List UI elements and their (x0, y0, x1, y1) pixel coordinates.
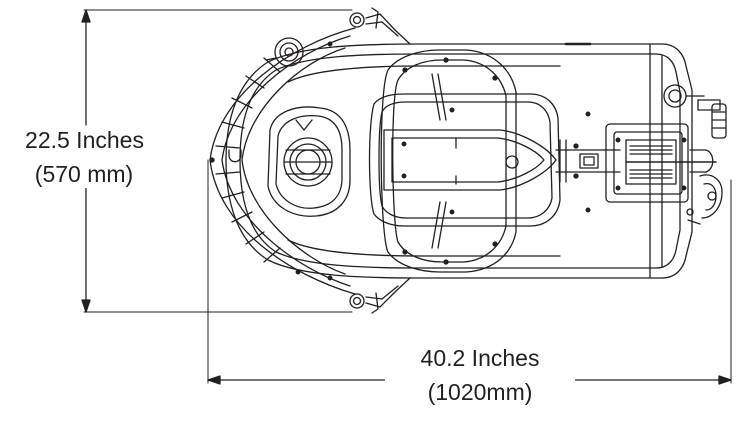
handle-grip (686, 149, 723, 225)
squeegee-wheel-bottom (349, 277, 411, 314)
height-inches-label: 22.5 Inches (2, 126, 167, 154)
tank-knob (265, 37, 304, 67)
body-fasteners (295, 41, 591, 281)
height-mm-label: (570 mm) (14, 160, 154, 188)
side-knob (663, 84, 727, 139)
control-arm (383, 129, 621, 191)
solution-tank-recess (368, 93, 561, 227)
width-inches-label: 40.2 Inches (395, 344, 565, 372)
height-dimension-line (81, 9, 353, 313)
control-panel (605, 123, 717, 203)
fill-port (267, 106, 351, 217)
width-mm-label: (1020mm) (385, 378, 575, 406)
handle-frame (380, 49, 517, 273)
width-dimension-line (207, 159, 732, 385)
squeegee-wheel-top (349, 7, 411, 45)
